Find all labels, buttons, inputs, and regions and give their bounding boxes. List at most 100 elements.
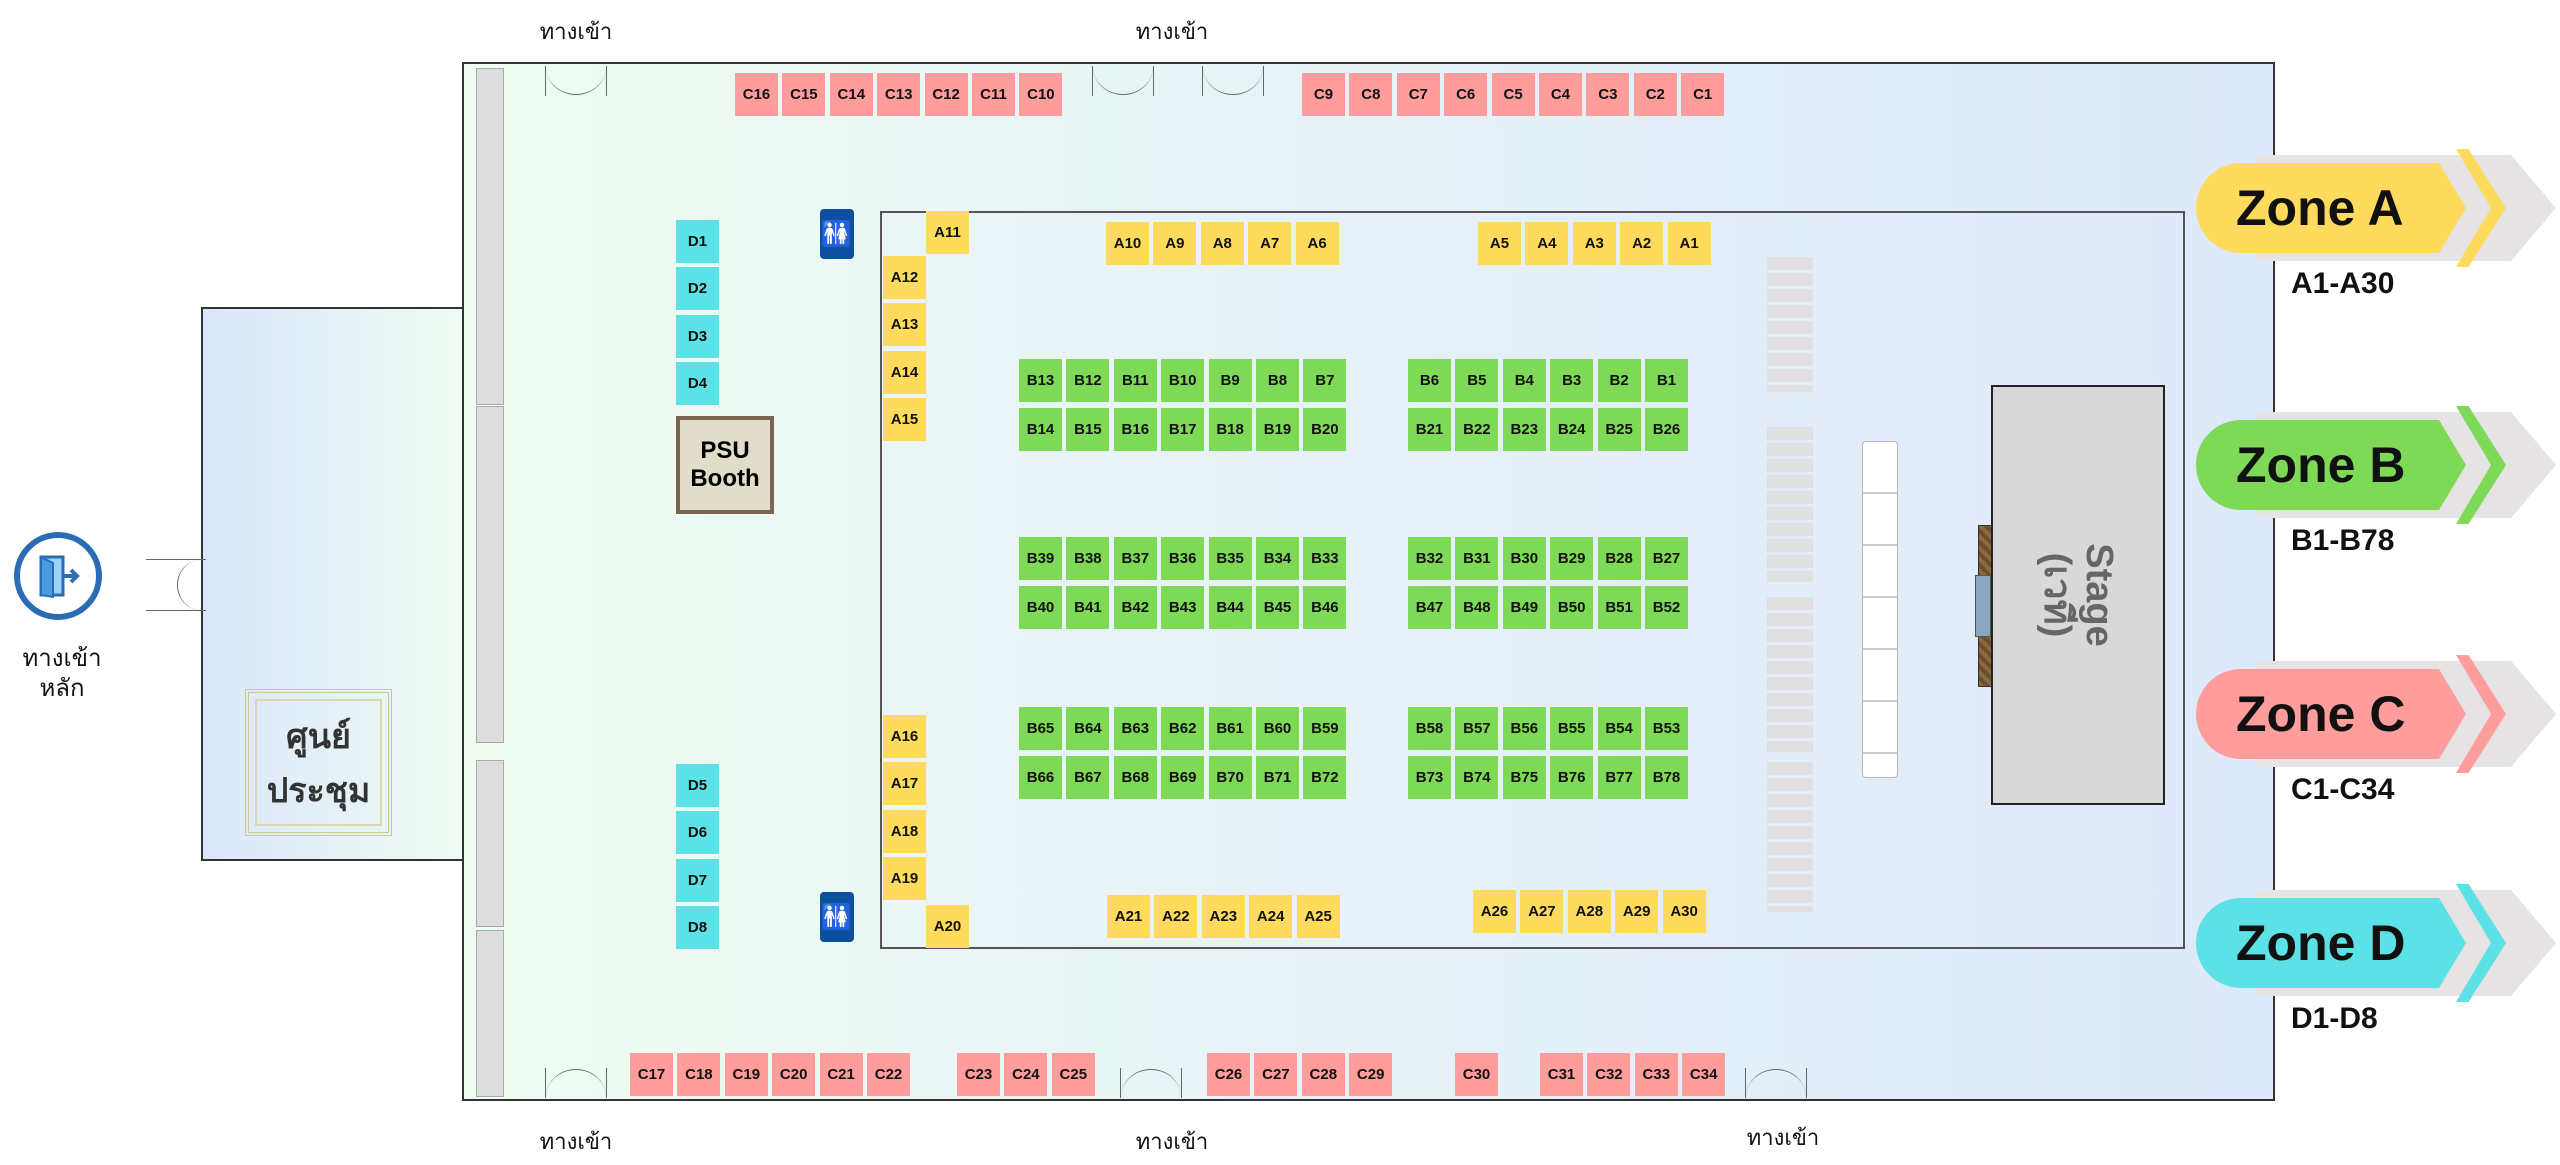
booth-b61[interactable]: B61 <box>1208 707 1252 750</box>
booth-a22[interactable]: A22 <box>1154 895 1198 938</box>
booth-c4[interactable]: C4 <box>1539 73 1582 116</box>
booth-b51[interactable]: B51 <box>1597 586 1641 629</box>
booth-a2[interactable]: A2 <box>1620 222 1664 265</box>
booth-b62[interactable]: B62 <box>1161 707 1205 750</box>
booth-a16[interactable]: A16 <box>883 715 926 758</box>
booth-b16[interactable]: B16 <box>1113 408 1157 451</box>
booth-b9[interactable]: B9 <box>1208 359 1252 402</box>
booth-b5[interactable]: B5 <box>1455 359 1499 402</box>
booth-b65[interactable]: B65 <box>1019 707 1062 750</box>
booth-c12[interactable]: C12 <box>924 73 968 116</box>
booth-c34[interactable]: C34 <box>1682 1053 1726 1096</box>
booth-a7[interactable]: A7 <box>1248 222 1292 265</box>
booth-c6[interactable]: C6 <box>1444 73 1488 116</box>
booth-b76[interactable]: B76 <box>1550 756 1594 799</box>
booth-c5[interactable]: C5 <box>1491 73 1535 116</box>
booth-b56[interactable]: B56 <box>1502 707 1546 750</box>
booth-b47[interactable]: B47 <box>1408 586 1451 629</box>
booth-c11[interactable]: C11 <box>972 73 1015 116</box>
booth-b66[interactable]: B66 <box>1019 756 1062 799</box>
booth-a23[interactable]: A23 <box>1201 895 1245 938</box>
booth-b34[interactable]: B34 <box>1256 537 1299 580</box>
booth-b31[interactable]: B31 <box>1455 537 1499 580</box>
booth-a10[interactable]: A10 <box>1106 222 1149 265</box>
booth-b57[interactable]: B57 <box>1455 707 1499 750</box>
booth-a12[interactable]: A12 <box>883 256 926 299</box>
booth-b26[interactable]: B26 <box>1645 408 1688 451</box>
booth-c10[interactable]: C10 <box>1019 73 1063 116</box>
booth-b39[interactable]: B39 <box>1019 537 1062 580</box>
booth-b22[interactable]: B22 <box>1455 408 1499 451</box>
booth-c29[interactable]: C29 <box>1349 1053 1393 1096</box>
booth-a5[interactable]: A5 <box>1478 222 1521 265</box>
booth-c28[interactable]: C28 <box>1301 1053 1345 1096</box>
booth-b24[interactable]: B24 <box>1550 408 1594 451</box>
booth-d6[interactable]: D6 <box>676 811 719 855</box>
booth-c9[interactable]: C9 <box>1302 73 1345 116</box>
booth-a9[interactable]: A9 <box>1153 222 1197 265</box>
booth-a14[interactable]: A14 <box>883 350 926 394</box>
booth-b14[interactable]: B14 <box>1019 408 1062 451</box>
booth-c22[interactable]: C22 <box>867 1053 910 1096</box>
booth-b69[interactable]: B69 <box>1161 756 1205 799</box>
booth-c16[interactable]: C16 <box>735 73 778 116</box>
booth-c20[interactable]: C20 <box>772 1053 816 1096</box>
booth-b58[interactable]: B58 <box>1408 707 1451 750</box>
booth-b77[interactable]: B77 <box>1597 756 1641 799</box>
booth-b37[interactable]: B37 <box>1113 537 1157 580</box>
booth-b74[interactable]: B74 <box>1455 756 1499 799</box>
booth-c2[interactable]: C2 <box>1633 73 1677 116</box>
booth-b19[interactable]: B19 <box>1256 408 1299 451</box>
booth-c27[interactable]: C27 <box>1254 1053 1298 1096</box>
booth-b75[interactable]: B75 <box>1502 756 1546 799</box>
booth-c19[interactable]: C19 <box>724 1053 768 1096</box>
booth-c23[interactable]: C23 <box>957 1053 1000 1096</box>
booth-c14[interactable]: C14 <box>829 73 873 116</box>
booth-c13[interactable]: C13 <box>877 73 921 116</box>
booth-b38[interactable]: B38 <box>1066 537 1110 580</box>
booth-c7[interactable]: C7 <box>1396 73 1440 116</box>
booth-b42[interactable]: B42 <box>1113 586 1157 629</box>
booth-b25[interactable]: B25 <box>1597 408 1641 451</box>
booth-b1[interactable]: B1 <box>1645 359 1688 402</box>
booth-a1[interactable]: A1 <box>1667 222 1711 265</box>
booth-c18[interactable]: C18 <box>677 1053 721 1096</box>
booth-a4[interactable]: A4 <box>1525 222 1569 265</box>
booth-c1[interactable]: C1 <box>1681 73 1725 116</box>
booth-b10[interactable]: B10 <box>1161 359 1205 402</box>
booth-b60[interactable]: B60 <box>1256 707 1299 750</box>
booth-d8[interactable]: D8 <box>676 906 719 950</box>
booth-a17[interactable]: A17 <box>883 762 926 806</box>
booth-a11[interactable]: A11 <box>926 211 969 254</box>
booth-b12[interactable]: B12 <box>1066 359 1110 402</box>
booth-d5[interactable]: D5 <box>676 764 719 807</box>
booth-c24[interactable]: C24 <box>1004 1053 1048 1096</box>
booth-a15[interactable]: A15 <box>883 398 926 442</box>
booth-a29[interactable]: A29 <box>1615 890 1659 933</box>
booth-a28[interactable]: A28 <box>1567 890 1611 933</box>
booth-b71[interactable]: B71 <box>1256 756 1299 799</box>
booth-c15[interactable]: C15 <box>782 73 826 116</box>
booth-b53[interactable]: B53 <box>1645 707 1688 750</box>
booth-b8[interactable]: B8 <box>1256 359 1299 402</box>
booth-c26[interactable]: C26 <box>1207 1053 1250 1096</box>
booth-a27[interactable]: A27 <box>1520 890 1564 933</box>
booth-d3[interactable]: D3 <box>676 314 719 358</box>
booth-b33[interactable]: B33 <box>1303 537 1347 580</box>
booth-c30[interactable]: C30 <box>1455 1053 1498 1096</box>
booth-b59[interactable]: B59 <box>1303 707 1347 750</box>
booth-a30[interactable]: A30 <box>1662 890 1706 933</box>
booth-a21[interactable]: A21 <box>1107 895 1150 938</box>
booth-b44[interactable]: B44 <box>1208 586 1252 629</box>
booth-a24[interactable]: A24 <box>1249 895 1293 938</box>
booth-b64[interactable]: B64 <box>1066 707 1110 750</box>
booth-b13[interactable]: B13 <box>1019 359 1062 402</box>
booth-a26[interactable]: A26 <box>1473 890 1516 933</box>
booth-b72[interactable]: B72 <box>1303 756 1347 799</box>
booth-a18[interactable]: A18 <box>883 809 926 853</box>
booth-b68[interactable]: B68 <box>1113 756 1157 799</box>
booth-b46[interactable]: B46 <box>1303 586 1347 629</box>
booth-b20[interactable]: B20 <box>1303 408 1347 451</box>
booth-c31[interactable]: C31 <box>1540 1053 1583 1096</box>
booth-c3[interactable]: C3 <box>1586 73 1630 116</box>
